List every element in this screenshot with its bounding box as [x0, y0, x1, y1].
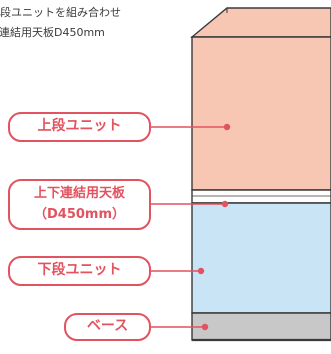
label-upper-unit: 上段ユニット	[8, 112, 151, 142]
leader-dot-lower	[197, 267, 205, 275]
leader-dot-base	[201, 323, 209, 331]
leader-dot-joint	[221, 200, 229, 208]
base-face	[191, 312, 331, 341]
label-base: ベース	[64, 313, 151, 341]
upper-unit-top-face	[190, 7, 331, 38]
label-lower-unit: 下段ユニット	[8, 256, 151, 286]
upper-unit-side-face	[191, 36, 331, 191]
label-upper-unit-text: 上段ユニット	[37, 118, 122, 134]
label-joint-top-board-line1: 上下連結用天板	[33, 186, 125, 201]
joint-top-board	[191, 189, 331, 204]
description-line-2: 下連結用天板D450mm	[0, 26, 105, 39]
label-joint-top-board-line2: （D450mm）	[33, 207, 126, 222]
description-line-1: 段ユニットを組み合わせ	[0, 6, 121, 19]
leader-lines	[151, 123, 231, 331]
leader-dot-upper	[223, 123, 231, 131]
lower-unit-face	[191, 202, 331, 314]
upper-unit	[190, 7, 331, 191]
label-base-text: ベース	[86, 318, 129, 334]
label-joint-top-board: 上下連結用天板 （D450mm）	[8, 179, 151, 230]
lower-unit	[191, 202, 331, 314]
base	[191, 312, 331, 342]
joint-top-board-face	[191, 189, 331, 204]
label-lower-unit-text: 下段ユニット	[37, 262, 122, 278]
